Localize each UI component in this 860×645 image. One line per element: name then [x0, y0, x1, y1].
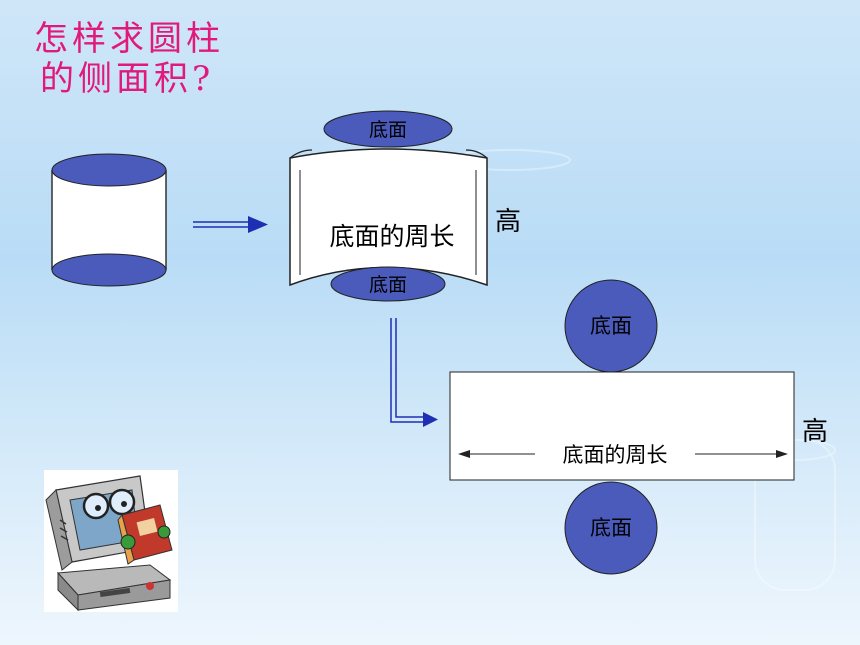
cylinder-net: 底面 底面的周长 高 底面 — [449, 279, 828, 575]
cylinder-unrolling: 底面 底面的周长 底面 高 — [289, 110, 521, 302]
net-bottom-base — [564, 481, 658, 575]
unroll-bottom-base-label: 底面 — [369, 274, 407, 296]
unroll-top-base-label: 底面 — [369, 119, 407, 141]
arrow-right-1 — [193, 216, 268, 233]
slide-title-line1: 怎样求圆柱 — [34, 19, 224, 59]
computer-mascot-icon — [44, 470, 178, 612]
net-lateral-rectangle — [449, 371, 795, 481]
cylinder-top-base — [51, 153, 167, 187]
unroll-top-base — [323, 110, 453, 148]
cylinder-original — [51, 153, 167, 287]
slide-title-line2: 的侧面积? — [40, 59, 215, 99]
unroll-height-label: 高 — [495, 207, 521, 237]
unroll-circumference-label: 底面的周长 — [329, 222, 454, 251]
unroll-bottom-base — [330, 266, 446, 302]
cylinder-bottom-base — [51, 253, 167, 287]
net-bottom-base-label: 底面 — [590, 516, 632, 540]
net-height-label: 高 — [802, 417, 828, 447]
arrow-down-right — [390, 318, 438, 427]
net-top-base-label: 底面 — [590, 314, 632, 338]
net-circumference-label: 底面的周长 — [563, 443, 668, 467]
